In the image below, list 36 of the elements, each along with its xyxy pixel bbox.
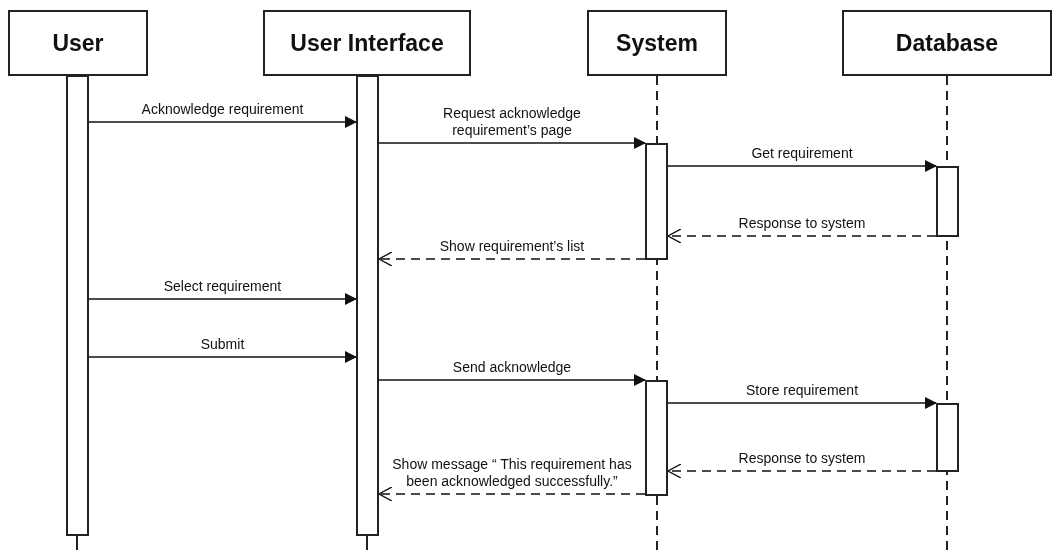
message-label: Send acknowledge — [451, 359, 573, 376]
message-label: Show requirement’s list — [438, 238, 586, 255]
return-message-arrow — [378, 251, 646, 267]
participant-box — [8, 10, 148, 76]
activation-bar — [936, 403, 959, 472]
participant-box — [263, 10, 471, 76]
participant-name: Database — [895, 29, 999, 57]
message-arrow — [378, 137, 646, 149]
message-arrow — [88, 116, 357, 128]
activation-bar — [356, 75, 379, 536]
activation-bar — [66, 75, 89, 536]
activation-bar — [645, 380, 668, 496]
return-message-arrow — [667, 228, 937, 244]
message-arrow — [88, 293, 357, 305]
activation-bar — [936, 166, 959, 237]
activation-bar — [645, 143, 668, 260]
message-label: Response to system — [737, 450, 867, 467]
message-label: Submit — [199, 336, 246, 353]
message-label: Response to system — [737, 215, 867, 232]
participant-name: User Interface — [290, 29, 444, 57]
participant-box — [842, 10, 1052, 76]
message-label: Acknowledge requirement — [140, 101, 305, 118]
message-arrow — [378, 374, 646, 386]
message-arrow — [667, 397, 937, 409]
message-arrow — [667, 160, 937, 172]
message-label: Store requirement — [744, 382, 860, 399]
return-message-arrow — [378, 486, 646, 502]
participant-name: User — [52, 29, 104, 57]
participant-box — [587, 10, 727, 76]
message-arrow — [88, 351, 357, 363]
message-label: Get requirement — [750, 145, 854, 162]
message-label: Select requirement — [162, 278, 283, 295]
message-label: Request acknowledge requirement’s page — [442, 105, 582, 139]
message-label: Show message “ This requirement has been acknowledged successfully.” — [391, 456, 633, 490]
participant-name: System — [616, 29, 698, 57]
return-message-arrow — [667, 463, 937, 479]
